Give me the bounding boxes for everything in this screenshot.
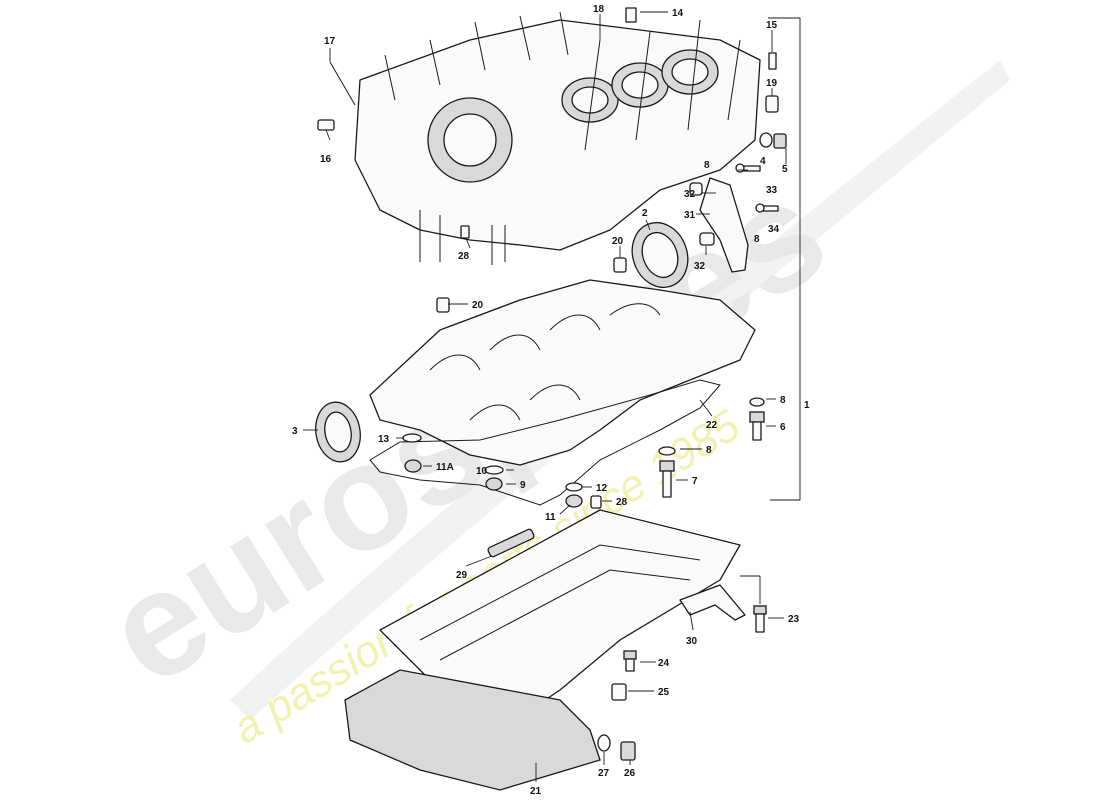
leader-lines <box>303 11 787 782</box>
dowel-16 <box>317 119 335 131</box>
nut-11 <box>565 494 583 508</box>
callout-16: 16 <box>320 154 332 165</box>
callout-29: 29 <box>456 570 468 581</box>
callout-8-a: 8 <box>704 160 710 171</box>
callout-23: 23 <box>788 614 800 625</box>
callout-28-a: 28 <box>458 251 470 262</box>
dowel-sleeve-14 <box>625 7 637 23</box>
callout-24: 24 <box>658 658 670 669</box>
callout-28-b: 28 <box>616 497 628 508</box>
bracket-30 <box>679 584 746 621</box>
callout-12: 12 <box>596 483 608 494</box>
group-bracket-1 <box>768 17 801 501</box>
callout-8-d: 8 <box>706 445 712 456</box>
plug-5 <box>773 133 787 149</box>
bolt-7 <box>659 460 675 498</box>
callout-19: 19 <box>766 78 778 89</box>
crankcase-upper-half <box>354 11 761 265</box>
callout-20-b: 20 <box>472 300 484 311</box>
washer-13 <box>402 433 422 443</box>
spring-29 <box>487 528 535 558</box>
callout-3: 3 <box>292 426 298 437</box>
gasket-22 <box>369 379 721 506</box>
callout-34: 34 <box>768 224 780 235</box>
bolt-24 <box>623 650 637 672</box>
sleeve-32-upper <box>689 182 703 196</box>
bolt-6 <box>749 411 765 441</box>
callout-32-a: 32 <box>684 189 696 200</box>
nut-11a <box>404 459 422 473</box>
bolt-23 <box>753 605 767 633</box>
washer-8-bolt6 <box>749 397 765 407</box>
callout-6: 6 <box>780 422 786 433</box>
cover-plate-31 <box>699 177 749 273</box>
dowel-20-upper <box>613 257 627 273</box>
callout-21: 21 <box>530 786 542 797</box>
shaft-seal-3 <box>315 401 361 463</box>
washer-12 <box>565 482 583 492</box>
dowel-28-upper <box>460 225 470 239</box>
callout-2: 2 <box>642 208 648 219</box>
washer-8-plate <box>755 203 765 213</box>
callout-13: 13 <box>378 434 390 445</box>
callout-30: 30 <box>686 636 698 647</box>
callouts: 1 2 3 4 5 6 7 8 8 8 8 9 10 11 11A 12 13 … <box>292 4 810 797</box>
callout-1: 1 <box>804 400 810 411</box>
callout-9: 9 <box>520 480 526 491</box>
callout-4: 4 <box>760 156 766 167</box>
drain-plug-26 <box>620 741 636 761</box>
oil-pan-21 <box>344 509 741 791</box>
callout-33: 33 <box>766 185 778 196</box>
callout-32-b: 32 <box>694 261 706 272</box>
dowel-28-lower <box>590 495 602 509</box>
callout-8-c: 8 <box>780 395 786 406</box>
crankcase-lower-half <box>369 279 756 466</box>
nut-9 <box>485 477 503 491</box>
washer-8-bolt7 <box>658 446 676 456</box>
callout-20-a: 20 <box>612 236 624 247</box>
seal-ring-27 <box>597 734 611 752</box>
dowel-20-lower <box>436 297 450 313</box>
washer-4 <box>759 132 773 148</box>
callout-11: 11 <box>545 512 556 523</box>
callout-14: 14 <box>672 8 684 19</box>
callout-8-b: 8 <box>754 234 760 245</box>
stud-17 <box>329 61 356 106</box>
callout-27: 27 <box>598 768 610 779</box>
callout-22: 22 <box>706 420 718 431</box>
callout-25: 25 <box>658 687 670 698</box>
callout-10: 10 <box>476 466 488 477</box>
callout-7: 7 <box>692 476 698 487</box>
shaft-seal-2 <box>631 221 689 289</box>
callout-17: 17 <box>324 36 336 47</box>
callout-26: 26 <box>624 768 636 779</box>
sleeve-25 <box>611 683 627 701</box>
stud-15 <box>768 52 777 70</box>
callout-11a: 11A <box>436 462 454 473</box>
washer-8-upper <box>735 163 745 173</box>
callout-31: 31 <box>684 210 696 221</box>
sleeve-19 <box>765 95 779 113</box>
callout-5: 5 <box>782 164 788 175</box>
callout-15: 15 <box>766 20 778 31</box>
washer-10 <box>484 465 504 475</box>
callout-18: 18 <box>593 4 605 15</box>
sleeve-32-lower <box>699 232 715 246</box>
